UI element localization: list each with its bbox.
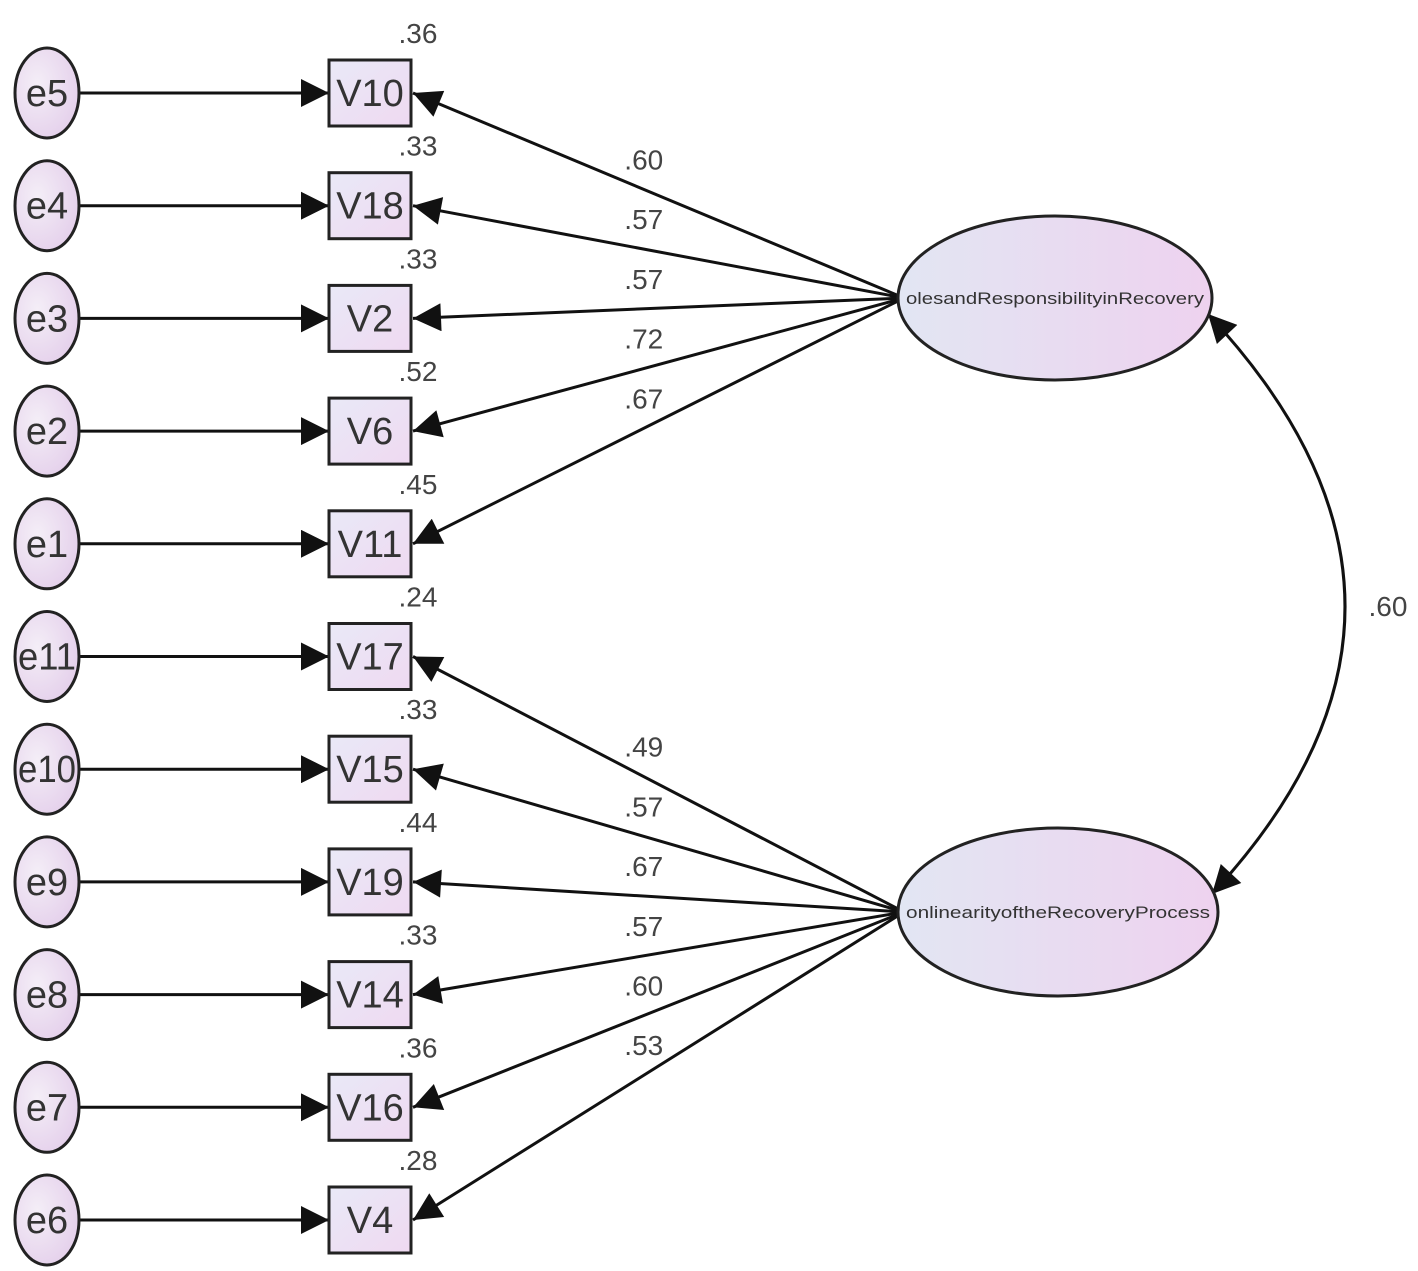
- observed-label-v11: V11: [338, 524, 403, 566]
- loading-label-v4: .53: [624, 1030, 663, 1061]
- error-label-e9: e9: [26, 862, 68, 904]
- loading-arrow-v18: [412, 197, 905, 300]
- latent-ellipse-1: [896, 214, 1214, 382]
- loading-label-v19: .67: [624, 851, 663, 882]
- observed-box-v18: [327, 171, 413, 241]
- correlation-label: .60: [1369, 591, 1408, 622]
- observed-box-v19: [327, 847, 413, 917]
- error-node-e8: [13, 948, 81, 1042]
- observed-label-v4: V4: [347, 1200, 393, 1242]
- loading-arrow-v16: [412, 910, 905, 1110]
- loading-arrow-v10: [412, 90, 905, 300]
- observed-box-v17: [327, 622, 413, 691]
- r2-label-v15: .33: [399, 694, 438, 725]
- observed-label-v15: V15: [336, 749, 404, 791]
- observed-box-v16: [327, 1072, 413, 1142]
- loading-arrow-v11: [412, 296, 905, 546]
- r2-label-v16: .36: [399, 1032, 438, 1063]
- observed-label-v6: V6: [347, 411, 393, 453]
- observed-box-v2: [327, 283, 413, 353]
- r2-label-v19: .44: [399, 807, 438, 838]
- error-node-e2: [13, 384, 81, 478]
- r2-label-v17: .24: [399, 582, 438, 613]
- loading-label-v6: .72: [624, 324, 663, 355]
- observed-label-v18: V18: [336, 186, 404, 228]
- r2-label-v10: .36: [399, 18, 438, 49]
- observed-box-v6: [327, 396, 413, 466]
- loading-arrow-v2: [412, 296, 905, 332]
- loading-label-v18: .57: [624, 204, 663, 235]
- error-label-e2: e2: [26, 411, 68, 453]
- r2-label-v2: .33: [399, 243, 438, 274]
- loading-label-v11: .67: [624, 383, 663, 414]
- r2-label-v6: .52: [399, 356, 438, 387]
- loading-arrow-v19: [412, 869, 905, 914]
- path-nodes: [13, 46, 1220, 1267]
- observed-box-v15: [327, 734, 413, 804]
- error-node-e1: [13, 497, 81, 591]
- loading-arrow-v4: [412, 910, 905, 1222]
- observed-box-v11: [327, 509, 413, 579]
- latent-ellipse-2: [896, 826, 1220, 998]
- loading-label-v15: .57: [624, 791, 663, 822]
- error-label-e11: e11: [18, 637, 76, 679]
- loading-label-v10: .60: [624, 144, 663, 175]
- loading-label-v14: .57: [624, 911, 663, 942]
- loading-arrow-v14: [412, 910, 905, 1004]
- error-node-e10: [13, 722, 81, 816]
- loading-arrow-v15: [412, 763, 905, 914]
- error-node-e11: [13, 610, 81, 703]
- error-label-e10: e10: [18, 749, 76, 791]
- r2-label-v14: .33: [399, 920, 438, 951]
- observed-label-v17: V17: [336, 637, 404, 679]
- error-label-e7: e7: [26, 1087, 68, 1129]
- observed-label-v14: V14: [336, 975, 404, 1017]
- loading-arrow-v6: [412, 296, 905, 438]
- r2-label-v18: .33: [399, 131, 438, 162]
- observed-box-v10: [327, 58, 413, 128]
- observed-label-v16: V16: [336, 1087, 404, 1129]
- loading-label-v17: .49: [624, 732, 663, 763]
- error-label-e8: e8: [26, 975, 68, 1017]
- error-label-e6: e6: [26, 1200, 68, 1242]
- error-node-e5: [13, 46, 81, 140]
- error-label-e3: e3: [26, 298, 68, 340]
- error-node-e7: [13, 1060, 81, 1154]
- error-node-e4: [13, 159, 81, 253]
- loading-label-v2: .57: [624, 264, 663, 295]
- error-label-e4: e4: [26, 186, 68, 228]
- observed-box-v4: [327, 1185, 413, 1255]
- error-node-e9: [13, 835, 81, 929]
- observed-box-v14: [327, 960, 413, 1030]
- path-edges: [79, 79, 1347, 1234]
- latent-label-2: onlinearityoftheRecoveryProcess: [906, 903, 1210, 922]
- error-node-e3: [13, 271, 81, 365]
- r2-label-v4: .28: [399, 1145, 438, 1176]
- latent-label-1: olesandResponsibilityinRecovery: [906, 289, 1205, 308]
- loading-label-v16: .60: [624, 971, 663, 1002]
- loading-arrow-v17: [412, 655, 905, 914]
- error-node-e6: [13, 1173, 81, 1267]
- error-label-e5: e5: [26, 73, 68, 115]
- correlation-arrow: [1206, 312, 1347, 896]
- observed-label-v2: V2: [347, 298, 393, 340]
- observed-label-v10: V10: [336, 73, 404, 115]
- r2-label-v11: .45: [399, 469, 438, 500]
- error-label-e1: e1: [26, 524, 68, 566]
- path-labels: olesandResponsibilityinRecovery onlineari…: [18, 18, 1407, 1242]
- observed-label-v19: V19: [336, 862, 404, 904]
